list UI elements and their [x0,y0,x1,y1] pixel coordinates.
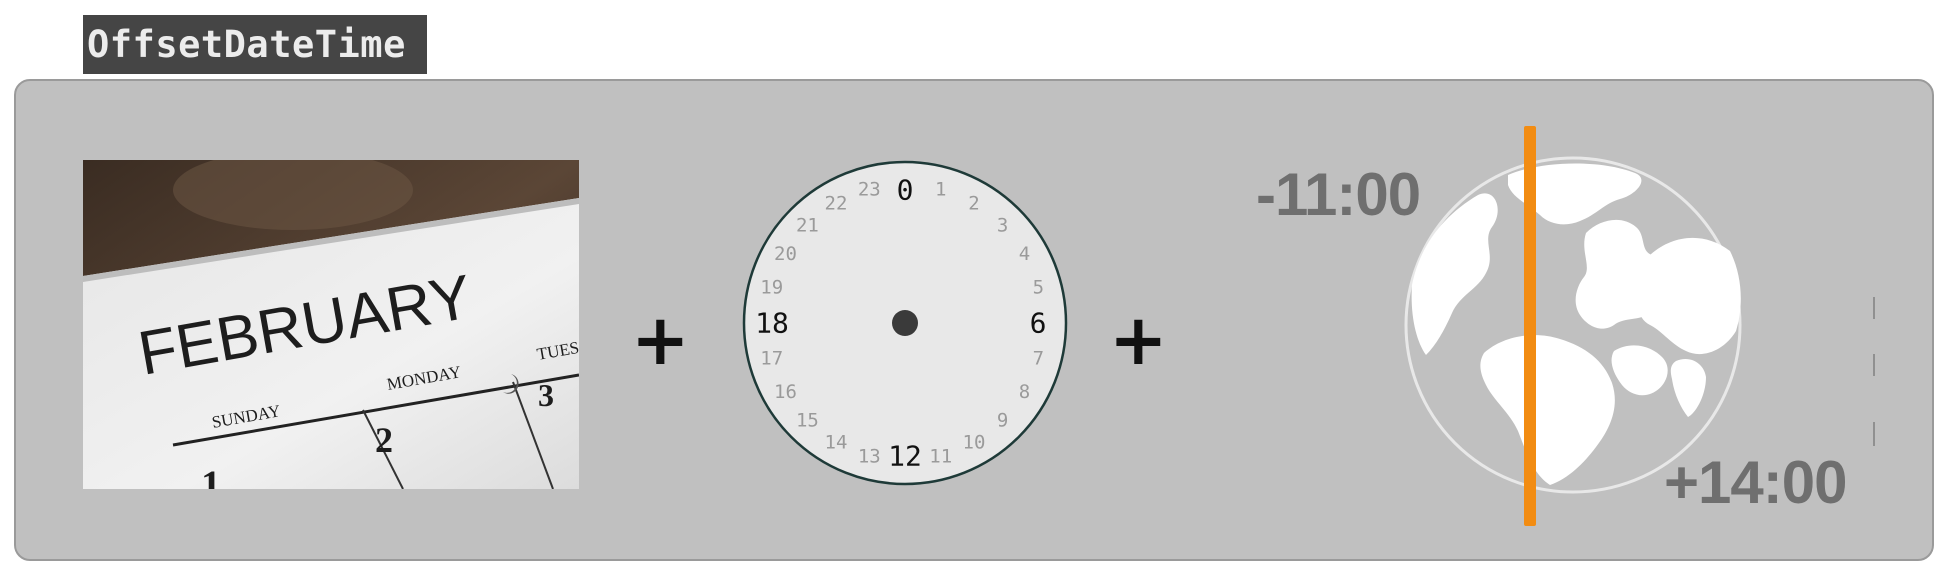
clock-hour-2: 2 [968,193,979,215]
globe-image [1400,155,1750,495]
clock-hour-0: 0 [897,174,914,207]
clock-hour-1: 1 [935,179,946,201]
clock-hour-6: 6 [1030,307,1047,340]
clock-hour-5: 5 [1033,276,1044,298]
clock-hour-11: 11 [929,445,952,467]
clock-hour-7: 7 [1033,348,1044,370]
date-3: 3 [538,377,554,413]
clock-hour-10: 10 [963,432,986,454]
clock-hour-20: 20 [774,243,797,265]
clock-hour-18: 18 [755,307,789,340]
clock-hour-9: 9 [997,410,1008,432]
clock-hour-3: 3 [997,214,1008,236]
date-1: 1 [201,462,221,489]
clock-hour-4: 4 [1019,243,1030,265]
clock-hour-14: 14 [825,432,848,454]
clock-hour-22: 22 [825,193,848,215]
clock-hour-8: 8 [1019,381,1030,403]
date-2: 2 [375,420,393,460]
clock-hour-12: 12 [888,440,922,473]
clock-hour-23: 23 [858,179,881,201]
clock-hour-13: 13 [858,445,881,467]
clock-center-dot [892,310,918,336]
clock-hour-21: 21 [796,214,819,236]
clock-hour-19: 19 [760,276,783,298]
dash-marker-3 [1873,422,1875,446]
clock-hour-16: 16 [774,381,797,403]
dash-marker-2 [1873,354,1875,376]
calendar-image: FEBRUARY SUNDAY MONDAY TUES 2 3 1 [83,160,579,489]
clock-hour-17: 17 [760,348,783,370]
plus-operator-2: + [1109,299,1168,381]
title-tag: OffsetDateTime [83,15,427,74]
offset-max-label: +14:00 [1664,449,1847,516]
dash-marker-1 [1873,297,1875,319]
clock-hour-15: 15 [796,410,819,432]
meridian-line [1524,126,1536,526]
plus-operator-1: + [631,299,690,381]
offset-min-label: -11:00 [1256,161,1421,228]
